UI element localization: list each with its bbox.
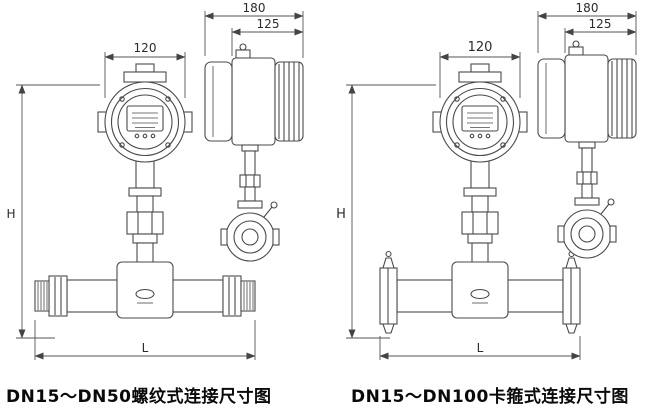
caption-clamp-connection: DN15～DN100卡箍式连接尺寸图 [351,387,629,407]
clamp-ring-side [557,198,617,259]
left-side-dimensions: 180 125 [204,1,304,58]
left-front-dimensions: 120 H L [6,41,256,360]
right-side-view [537,40,637,259]
stem-side [237,144,263,209]
dim-label-height-right: H [336,207,346,222]
dim-label-length-right: L [477,341,484,355]
dim-label-head-width-left: 120 [134,41,157,55]
dim-label-side-body-right: 125 [589,17,612,31]
dim-label-side-total-left: 180 [243,1,266,15]
nameplate-logo [135,288,155,300]
dim-label-head-width-right: 120 [468,40,493,55]
nameplate-logo [470,288,490,300]
converter-housing-side [537,40,637,143]
caption-threaded-connection: DN15～DN50螺纹式连接尺寸图 [6,387,272,407]
dim-label-height-left: H [6,207,15,221]
display-head [97,63,193,163]
right-front-dimensions: 120 H L [336,40,581,360]
dim-label-side-total-right: 180 [576,1,599,15]
converter-housing-side [204,43,304,146]
left-front-view [34,63,256,319]
stem-side [574,141,600,206]
right-front-view [379,63,581,334]
right-side-dimensions: 180 125 [537,1,637,55]
left-side-view [204,43,304,262]
threaded-stub-left [34,280,50,312]
threaded-stub-right [240,280,256,312]
dim-label-side-body-left: 125 [257,17,280,31]
hex-fitting-right [222,275,242,317]
clamp-ring-side [220,201,280,262]
hex-fitting-left [48,275,68,317]
display-head [432,63,528,163]
dim-label-length-left: L [142,341,149,355]
